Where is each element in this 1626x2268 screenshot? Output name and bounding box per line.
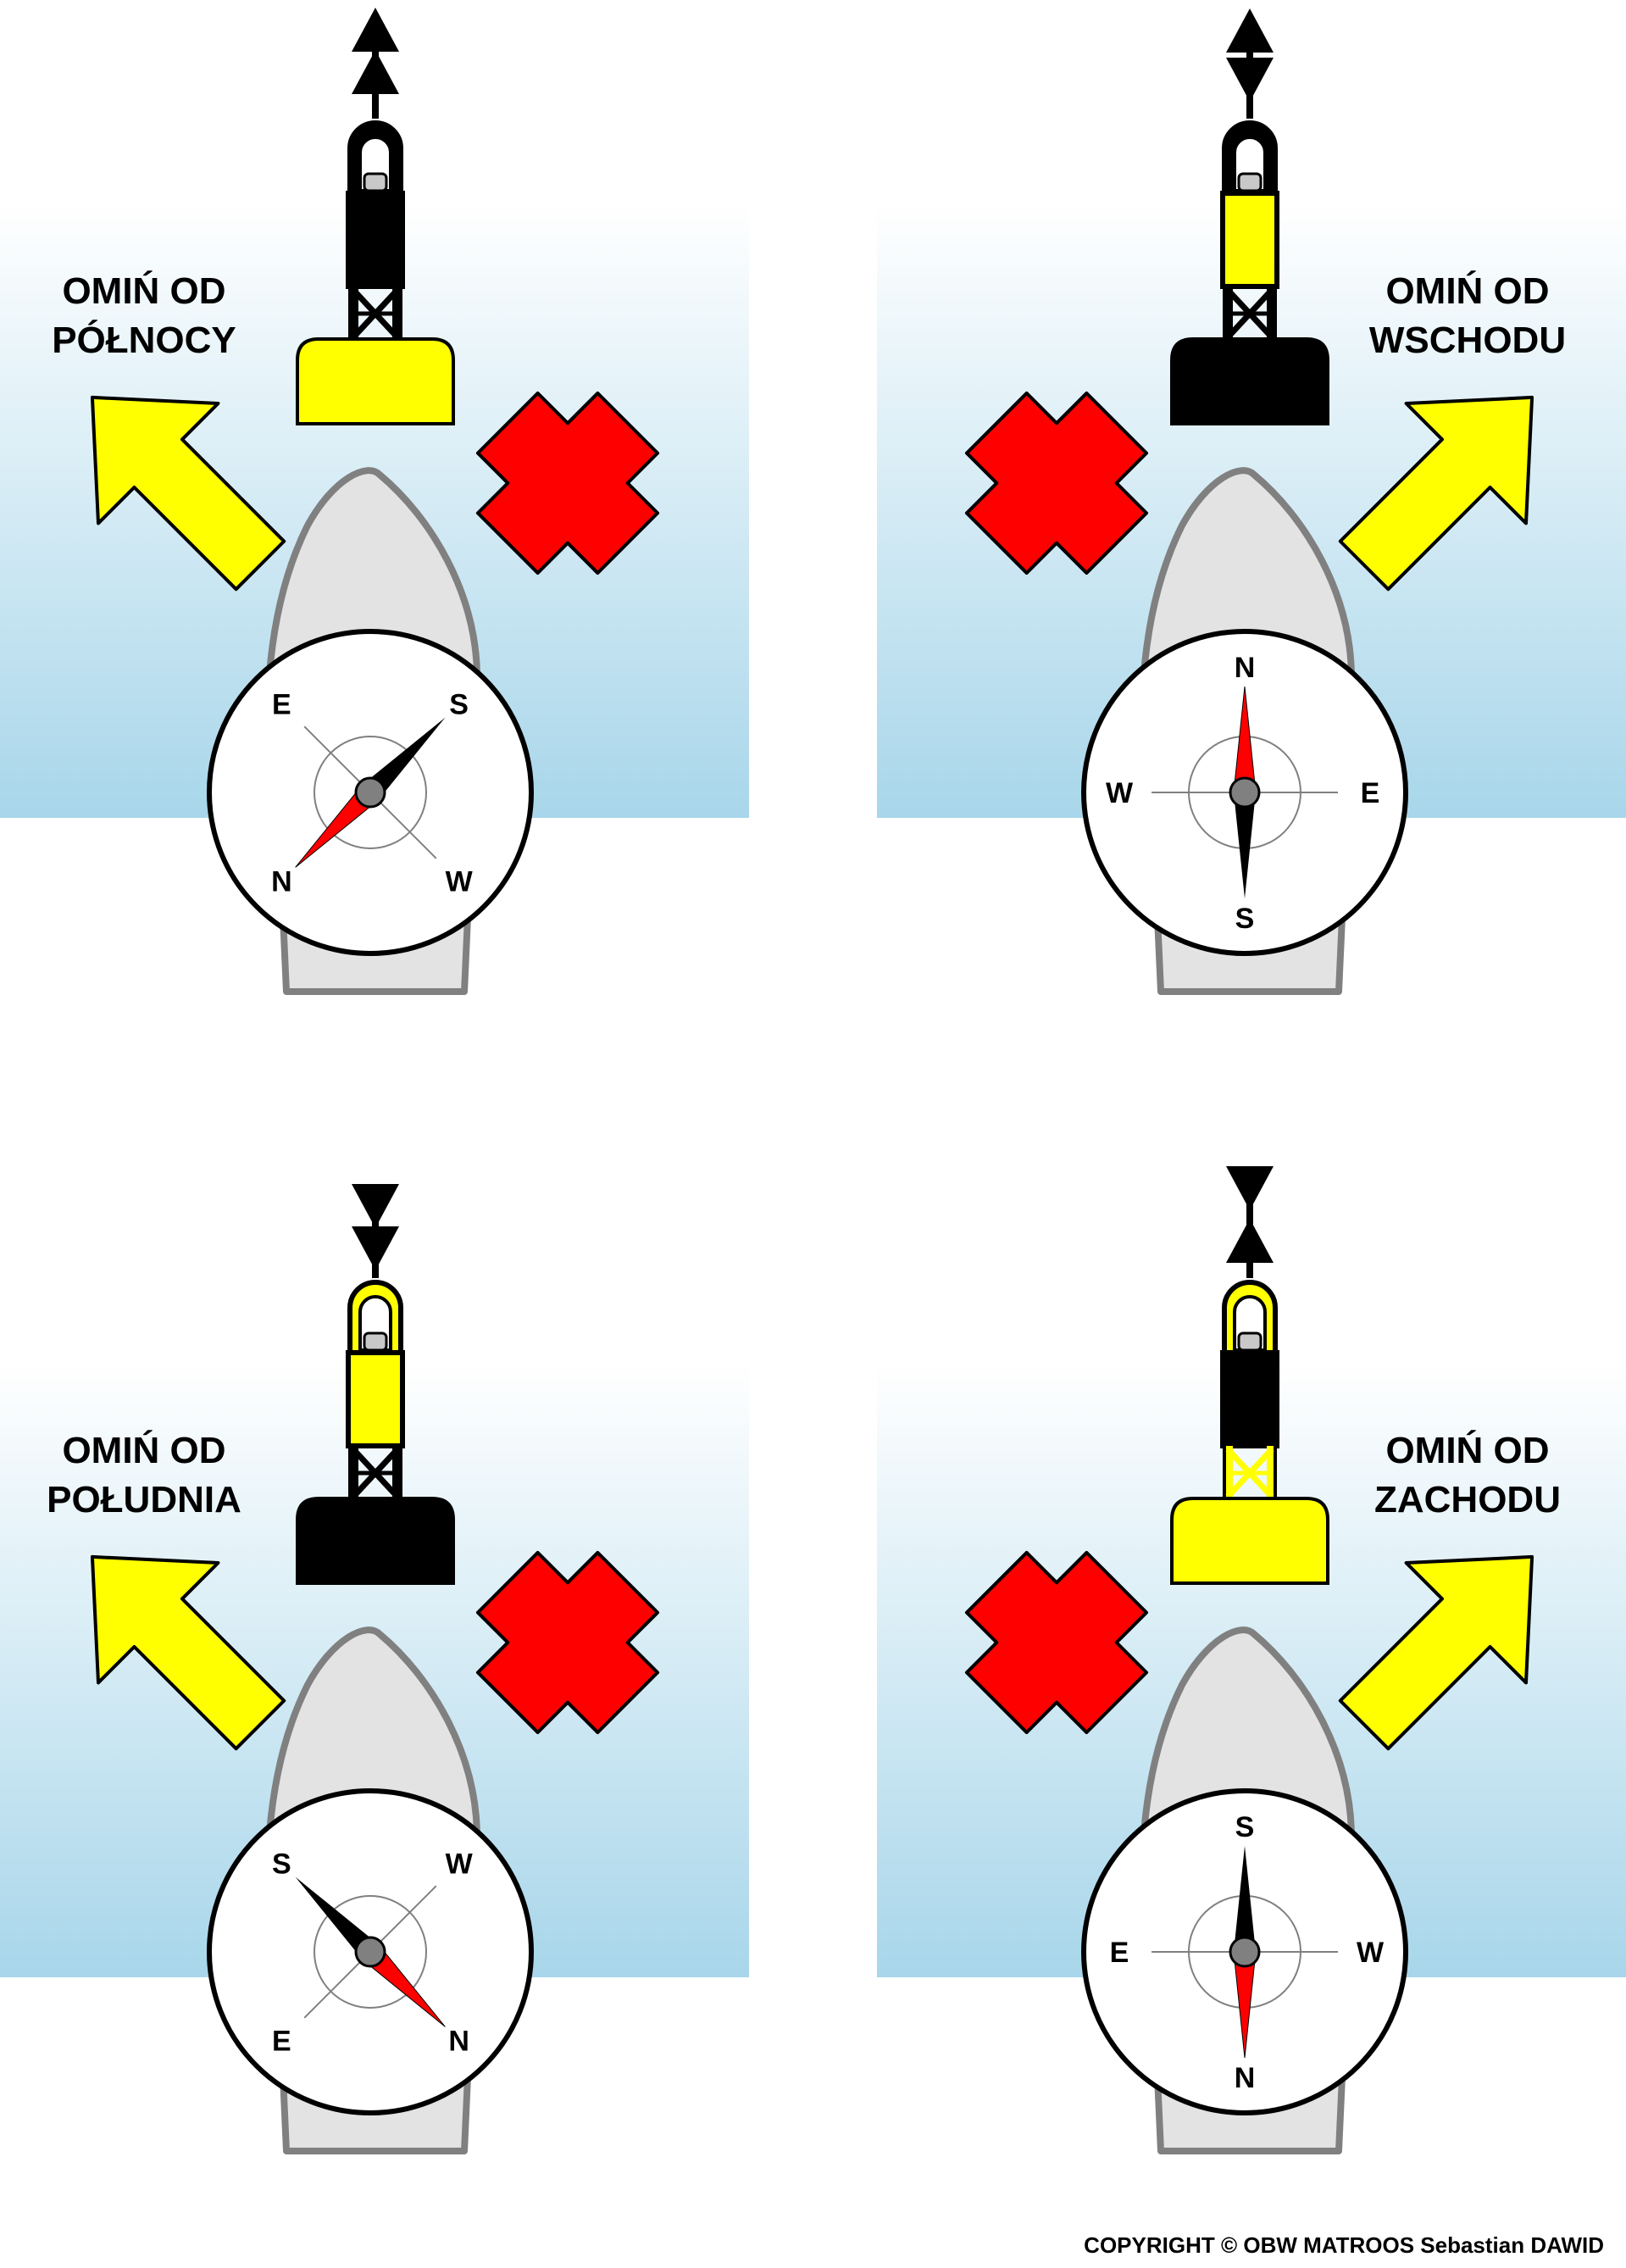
compass-cardinal-n: N (1235, 2062, 1256, 2094)
topmark-cone-upper (352, 8, 399, 52)
compass-pivot (354, 776, 386, 809)
compass-cardinal-s: S (272, 1848, 291, 1880)
panel-label-line2: PÓŁNOCY (52, 319, 236, 361)
buoy-lattice-leg (1267, 286, 1274, 341)
panel-label-line1: OMIŃ OD (62, 270, 225, 312)
panel-label-line1: OMIŃ OD (62, 1429, 225, 1471)
compass-icon: N E S W (207, 629, 534, 956)
compass-cardinal-s: S (1235, 1811, 1255, 1843)
compass-needle-south (1234, 792, 1256, 898)
compass-icon: N E S W (207, 1788, 534, 2115)
buoy-lattice (348, 1444, 402, 1502)
compass-cardinal-n: N (1235, 652, 1256, 684)
compass-cardinal-e: E (1361, 777, 1380, 809)
compass-cardinal-s: S (449, 688, 469, 720)
yellow-arrow-icon (90, 395, 286, 592)
buoy-lattice (348, 285, 402, 342)
buoy-assembly (296, 8, 455, 425)
compass-cardinal-n: N (271, 866, 292, 898)
buoy-assembly (1170, 1166, 1329, 1585)
buoy-assembly (1170, 8, 1329, 425)
compass-cardinal-w: W (446, 1848, 474, 1880)
buoy-lattice-leg (392, 1446, 399, 1500)
topmark-cone-upper (352, 1184, 399, 1228)
buoy-lattice-leg (352, 1446, 358, 1500)
topmark-cone-lower (352, 50, 399, 94)
yellow-arrow-icon (1338, 395, 1534, 592)
compass-cardinal-e: E (1110, 1937, 1129, 1969)
panel-label-line2: ZACHODU (1374, 1479, 1561, 1520)
buoy-base (1170, 337, 1329, 425)
yellow-arrow-icon (1338, 1554, 1534, 1751)
compass-needle-south (362, 717, 446, 801)
cardinal-buoy-icon (296, 1280, 455, 1585)
red-cross-icon (475, 1550, 660, 1735)
buoy-base (296, 337, 455, 425)
buoy-assembly (296, 1184, 455, 1585)
buoy-body (1220, 191, 1279, 289)
topmark-cone-lower (1226, 1219, 1274, 1263)
red-cross-icon (475, 391, 660, 575)
compass-cardinal-n: N (448, 2026, 469, 2058)
compass-cardinal-w: W (1106, 777, 1134, 809)
compass-cardinal-w: W (1357, 1937, 1385, 1969)
compass-cardinal-e: E (272, 2026, 291, 2058)
buoy-body (346, 1350, 405, 1448)
compass-pivot (354, 1936, 386, 1968)
panel-label-line1: OMIŃ OD (1385, 270, 1549, 312)
compass-inner-ring (314, 736, 427, 849)
panel-label-line1: OMIŃ OD (1385, 1429, 1549, 1471)
compass-pivot (1229, 776, 1261, 809)
compass-needle-south (295, 1876, 379, 1960)
topmark-cone-lower (1226, 58, 1274, 102)
panel-east: N E S W OMIŃ OD WSCHODU (877, 8, 1626, 995)
cardinal-buoy-icon (296, 120, 455, 425)
topmark-cone-upper (1226, 8, 1274, 53)
panel-label-line2: POŁUDNIA (47, 1479, 241, 1520)
panel-south: N E S W OMIŃ OD POŁUDNIA (0, 1184, 749, 2154)
buoy-lattice-leg (1226, 1446, 1233, 1500)
buoy-lattice-leg (392, 286, 399, 341)
buoy-lattice-leg (1267, 1446, 1274, 1500)
buoy-lattice-leg (352, 286, 358, 341)
topmark-cone-upper (1226, 1166, 1274, 1210)
buoy-lamp (1237, 1331, 1263, 1352)
panel-label-line2: WSCHODU (1369, 320, 1566, 361)
buoy-lattice-leg (1226, 286, 1233, 341)
compass-needle-south (1234, 1846, 1256, 1952)
buoy-lamp (1237, 172, 1263, 192)
buoy-body (346, 191, 405, 289)
compass-pivot (1229, 1936, 1261, 1968)
copyright-notice: COPYRIGHT © OBW MATROOS Sebastian DAWID (1084, 2232, 1604, 2258)
compass-rose (295, 1876, 446, 2027)
compass-cardinal-e: E (272, 688, 291, 720)
panel-west: N E S W OMIŃ OD ZACHODU (877, 1166, 1626, 2154)
compass-icon: N E S W (1081, 1788, 1408, 2115)
cardinal-buoy-icon (1170, 1280, 1329, 1585)
red-cross-icon (964, 391, 1149, 575)
buoy-lamp (363, 1331, 388, 1352)
yellow-arrow-icon (90, 1554, 286, 1751)
panel-north: N E S W OMIŃ OD PÓŁNOCY (0, 8, 749, 995)
buoy-lattice (1223, 1444, 1277, 1502)
buoy-lamp (363, 172, 388, 192)
compass-cardinal-w: W (446, 866, 474, 898)
compass-icon: N E S W (1081, 629, 1408, 956)
topmark-cone-lower (352, 1226, 399, 1270)
buoy-base (1170, 1497, 1329, 1585)
compass-inner-ring (314, 1895, 427, 2009)
red-cross-icon (964, 1550, 1149, 1735)
buoy-base (296, 1497, 455, 1585)
cardinal-buoy-icon (1170, 120, 1329, 425)
compass-cardinal-s: S (1235, 903, 1255, 935)
buoy-body (1220, 1350, 1279, 1448)
